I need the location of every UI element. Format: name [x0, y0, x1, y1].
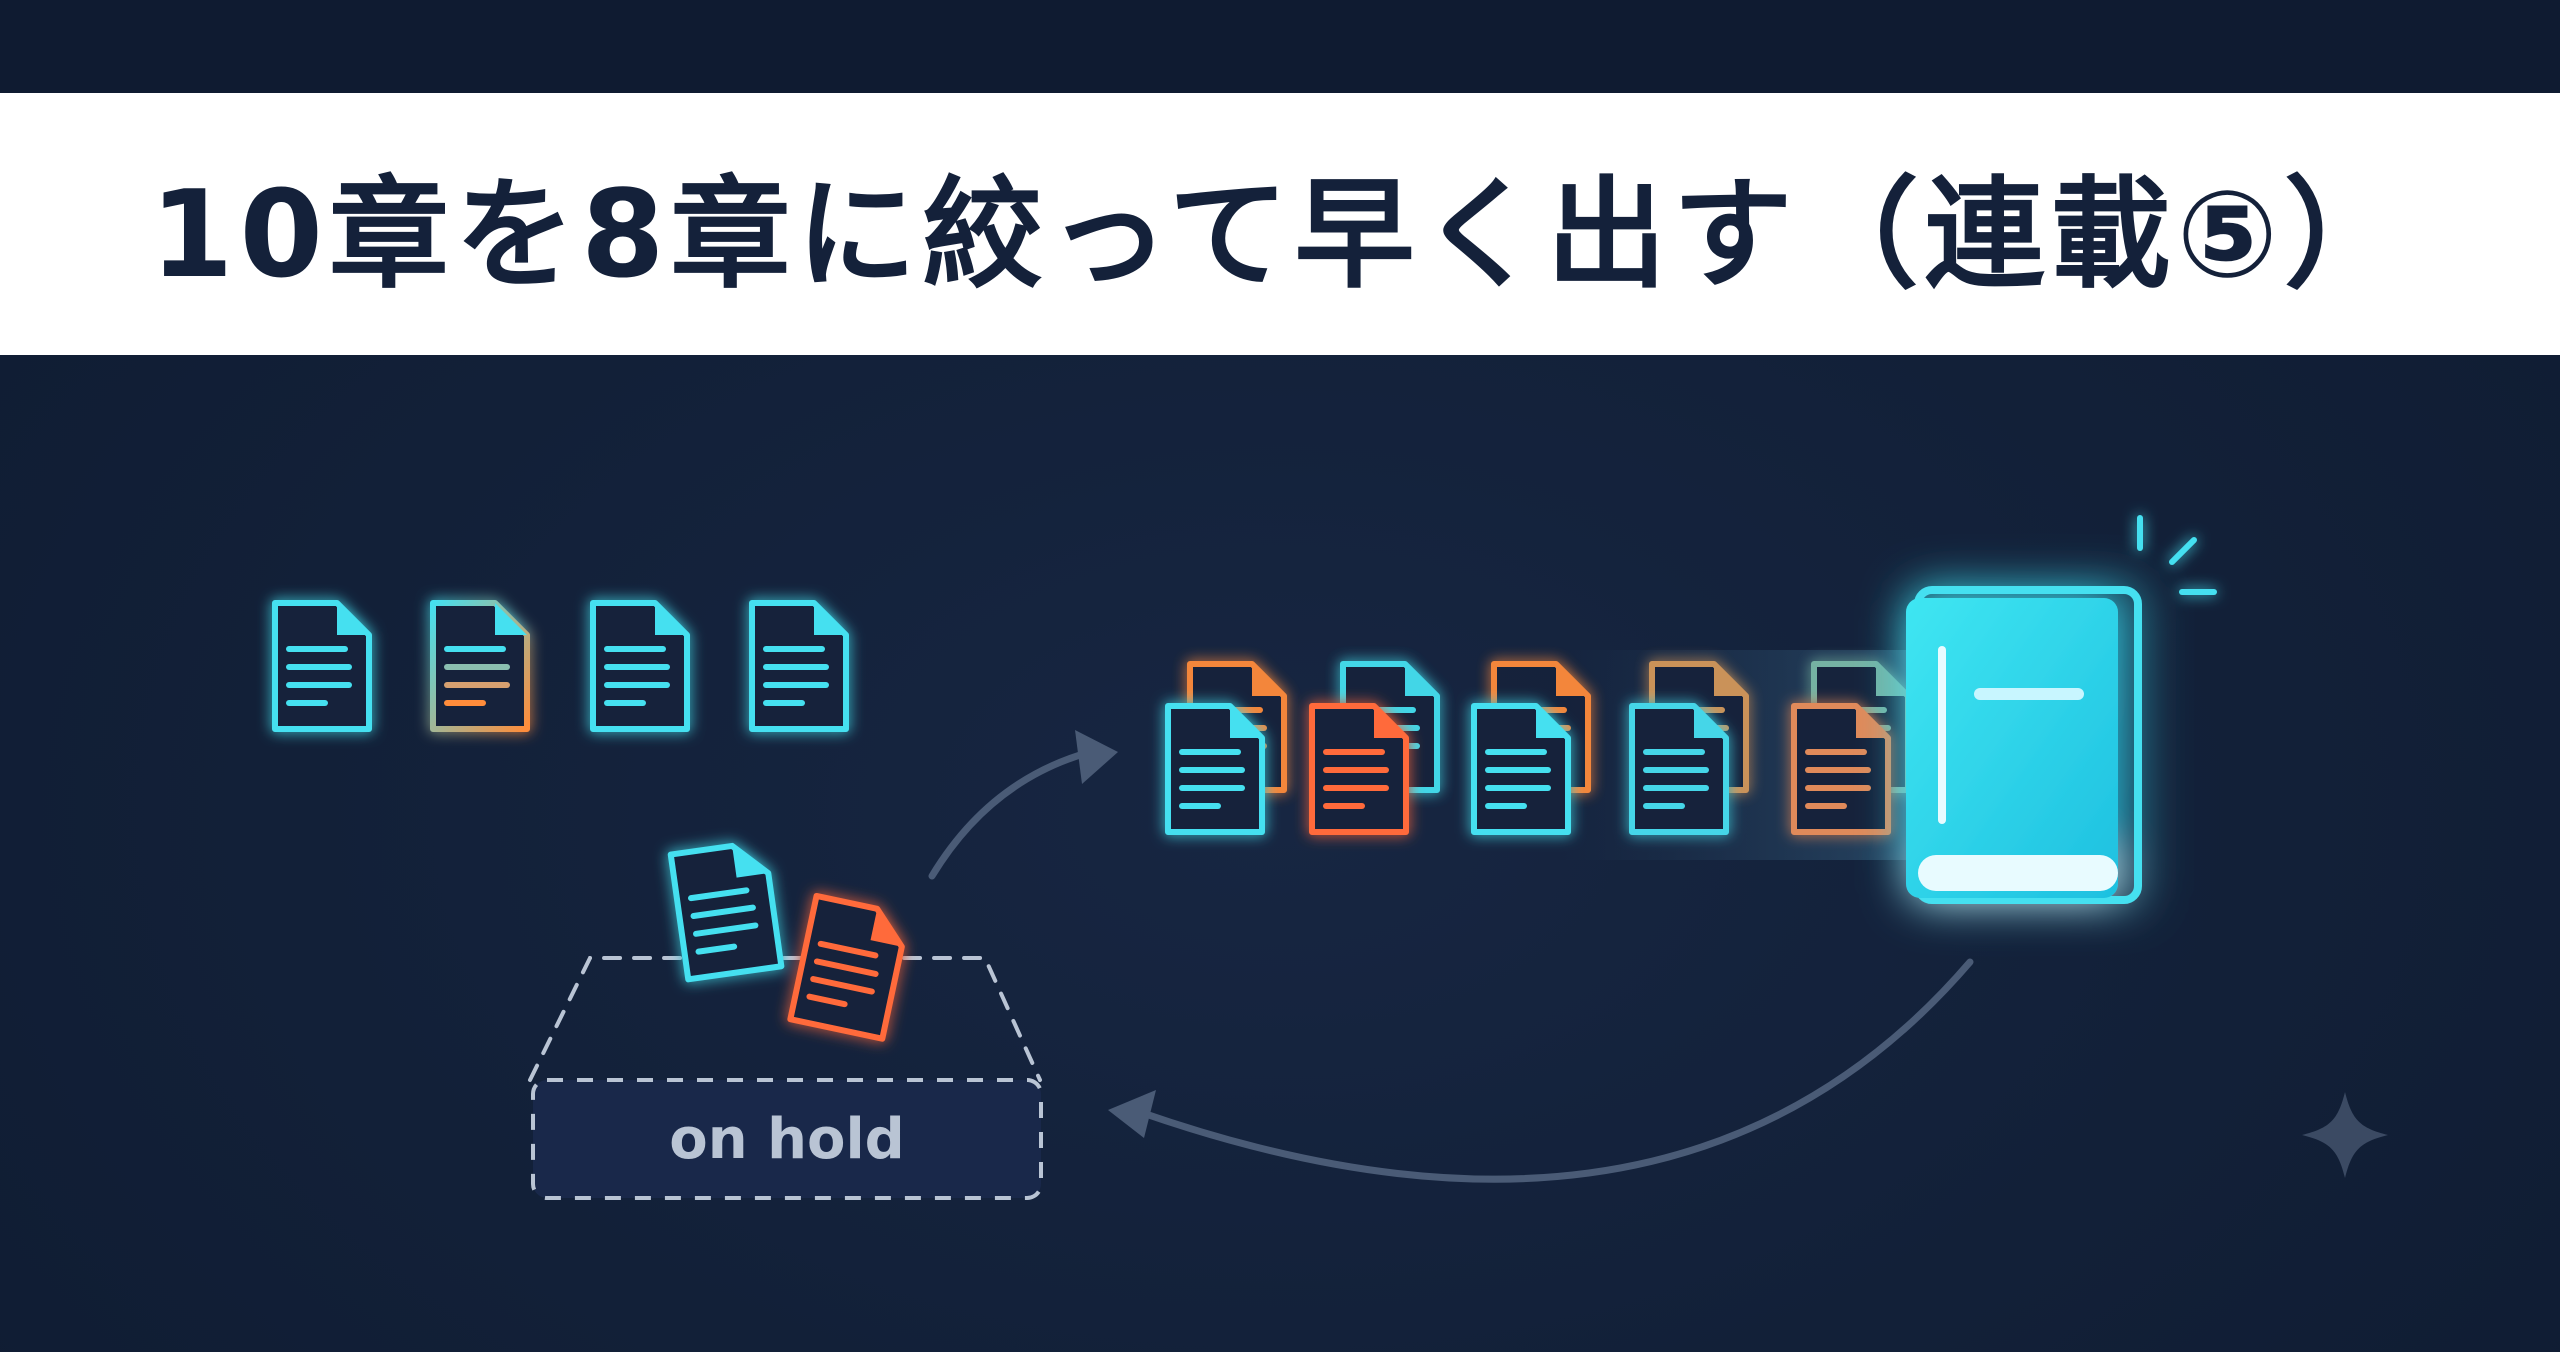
- arrow-to-book: [928, 730, 1118, 880]
- document-icon: [1168, 706, 1262, 832]
- document-icon: [1632, 706, 1726, 832]
- document-icon: [1312, 706, 1406, 832]
- document-icon: [790, 896, 908, 1039]
- book-icon: [1906, 586, 2142, 904]
- page-title: 10章を8章に絞って早く出す（連載⑤）: [149, 166, 2411, 305]
- document-icon: [1794, 706, 1888, 832]
- document-icon: [275, 603, 369, 729]
- held-chapters: [671, 841, 909, 1038]
- title-band: 10章を8章に絞って早く出す（連載⑤）: [0, 93, 2560, 355]
- document-icon: [430, 600, 530, 732]
- hold-tray: [528, 956, 1043, 1200]
- document-icon: [671, 841, 782, 979]
- shine-lines: [2137, 515, 2217, 595]
- top-bar: [0, 0, 2560, 93]
- document-icon: [752, 603, 846, 729]
- arrow-to-hold: [1108, 958, 1974, 1183]
- chapter-row-top: [275, 600, 846, 732]
- sparkle-icon: [2302, 1092, 2388, 1178]
- document-icon: [1474, 706, 1568, 832]
- document-icon: [593, 603, 687, 729]
